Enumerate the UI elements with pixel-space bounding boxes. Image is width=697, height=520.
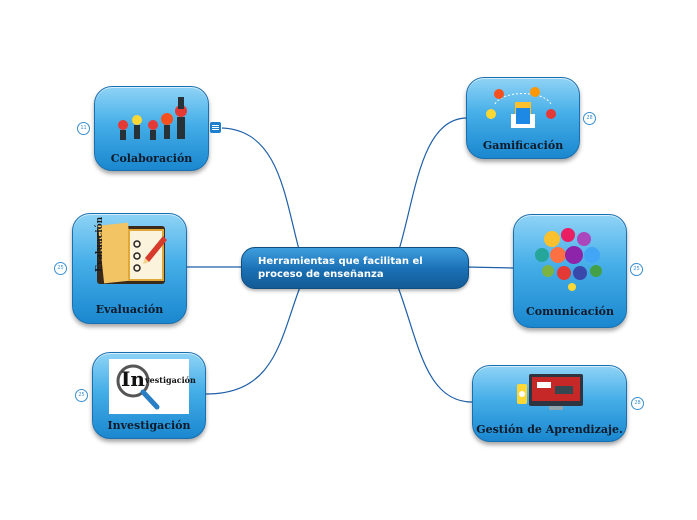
book-checklist-icon <box>97 222 167 284</box>
topic-colaboracion[interactable]: Colaboración <box>94 86 209 171</box>
topic-comunicacion[interactable]: Comunicación <box>513 214 627 328</box>
topic-label: Comunicación <box>526 305 614 318</box>
investigacion-logo-small: vestigación <box>145 375 196 385</box>
topic-badge-evaluacion[interactable]: 25 <box>54 262 67 275</box>
topic-label: Gamificación <box>482 139 564 152</box>
evaluacion-image: Evaluación <box>89 216 171 290</box>
gamification-icon <box>486 87 556 128</box>
collaboration-people-icon <box>118 97 187 140</box>
gestion-image <box>513 372 587 412</box>
topic-badge-gamificacion[interactable]: 28 <box>583 112 596 125</box>
gamificacion-image <box>483 84 563 134</box>
topic-investigacion[interactable]: In vestigación Investigación <box>92 352 206 439</box>
connector-colaboracion <box>221 127 301 254</box>
topic-badge-comunicacion[interactable]: 25 <box>630 263 643 276</box>
topic-gamificacion[interactable]: Gamificación <box>466 77 580 159</box>
topic-label: Evaluación <box>95 303 164 316</box>
comunicacion-image <box>528 225 612 291</box>
notes-icon[interactable] <box>210 122 221 133</box>
computer-monitor-icon <box>517 374 583 410</box>
magnifier-icon <box>116 364 160 410</box>
topic-evaluacion[interactable]: Evaluación Evaluación <box>72 213 187 324</box>
topic-gestion[interactable]: Gestión de Aprendizaje. <box>472 365 627 442</box>
central-topic-label: Herramientas que facilitan el proceso de… <box>258 256 423 280</box>
colaboracion-image <box>109 95 195 145</box>
connector-comunicacion <box>465 266 515 269</box>
topic-badge-gestion[interactable]: 28 <box>631 397 644 410</box>
central-topic[interactable]: Herramientas que facilitan el proceso de… <box>241 247 469 289</box>
topic-label: Gestión de Aprendizaje. <box>476 423 623 436</box>
social-bubbles-icon <box>535 228 602 291</box>
topic-badge-investigacion[interactable]: 25 <box>75 389 88 402</box>
investigacion-image: In vestigación <box>109 359 196 414</box>
investigacion-logo-big: In <box>121 367 145 391</box>
evaluacion-book-text: Evaluación <box>95 216 105 272</box>
connector-gamificacion <box>397 117 468 254</box>
connector-gestion <box>397 286 473 403</box>
connector-investigacion <box>203 286 301 395</box>
topic-badge-colaboracion[interactable]: 11 <box>77 122 90 135</box>
topic-label: Colaboración <box>110 152 193 165</box>
topic-label: Investigación <box>107 419 191 432</box>
